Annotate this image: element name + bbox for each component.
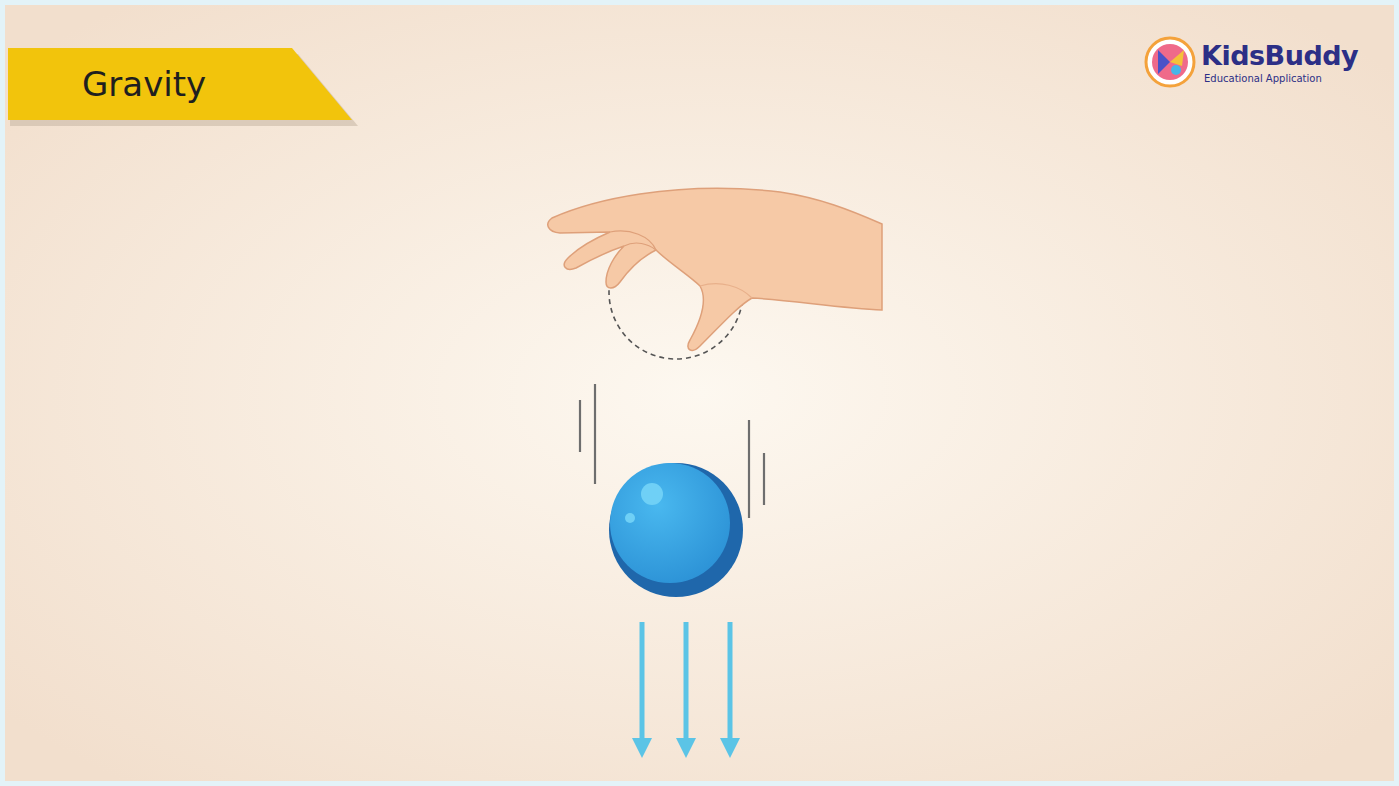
title-banner-text-box: Gravity <box>8 48 308 120</box>
gravity-arrows <box>642 622 730 748</box>
ball-face <box>610 463 730 583</box>
ball <box>609 463 743 597</box>
logo-icon <box>1146 38 1194 86</box>
background <box>5 5 1394 781</box>
logo-tagline: Educational Application <box>1204 73 1322 84</box>
ball-shine <box>641 483 663 505</box>
logo-name: KidsBuddy <box>1201 40 1358 71</box>
title: Gravity <box>8 64 206 104</box>
hand <box>548 188 882 350</box>
title-banner <box>8 48 352 120</box>
ball-shine <box>625 513 635 523</box>
